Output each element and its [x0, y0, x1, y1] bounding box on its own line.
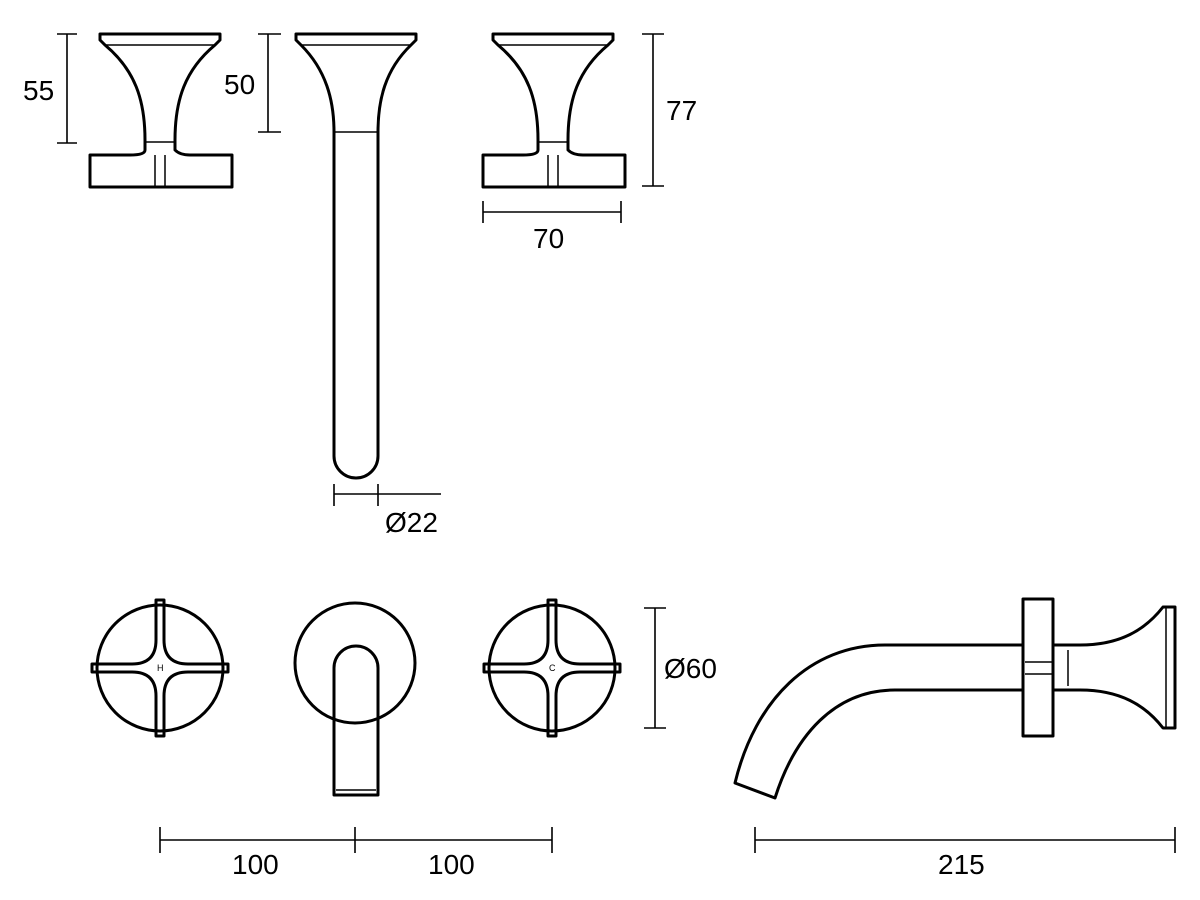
spout-front-view	[293, 601, 417, 797]
hot-mark: H	[157, 663, 164, 673]
dimension-label: 70	[533, 223, 564, 254]
dimension-label: Ø22	[385, 507, 438, 538]
spout-top-view	[294, 32, 418, 480]
spout-side-view	[733, 597, 1177, 800]
dimension-55: 55	[23, 33, 77, 144]
dimension-70: 70	[482, 201, 622, 254]
dimension-label: 77	[666, 95, 697, 126]
dimension-label: 215	[938, 849, 985, 880]
dimension-diameter-22: Ø22	[333, 484, 441, 538]
dimension-label: Ø60	[664, 653, 717, 684]
dimension-label: 50	[224, 69, 255, 100]
dimension-215: 215	[754, 827, 1176, 880]
dimension-100-100: 100 100	[159, 827, 553, 880]
handle-side-view-right	[481, 32, 627, 189]
dimension-label: 55	[23, 75, 54, 106]
dimension-label: 100	[232, 849, 279, 880]
dimension-diameter-60: Ø60	[644, 607, 717, 729]
cold-mark: C	[549, 663, 556, 673]
dimension-77: 77	[642, 33, 697, 187]
hot-handle-front-view: H	[90, 598, 230, 738]
handle-side-view-left	[88, 32, 234, 189]
dimension-50: 50	[224, 33, 281, 133]
cold-handle-front-view: C	[482, 598, 622, 738]
dimension-label: 100	[428, 849, 475, 880]
